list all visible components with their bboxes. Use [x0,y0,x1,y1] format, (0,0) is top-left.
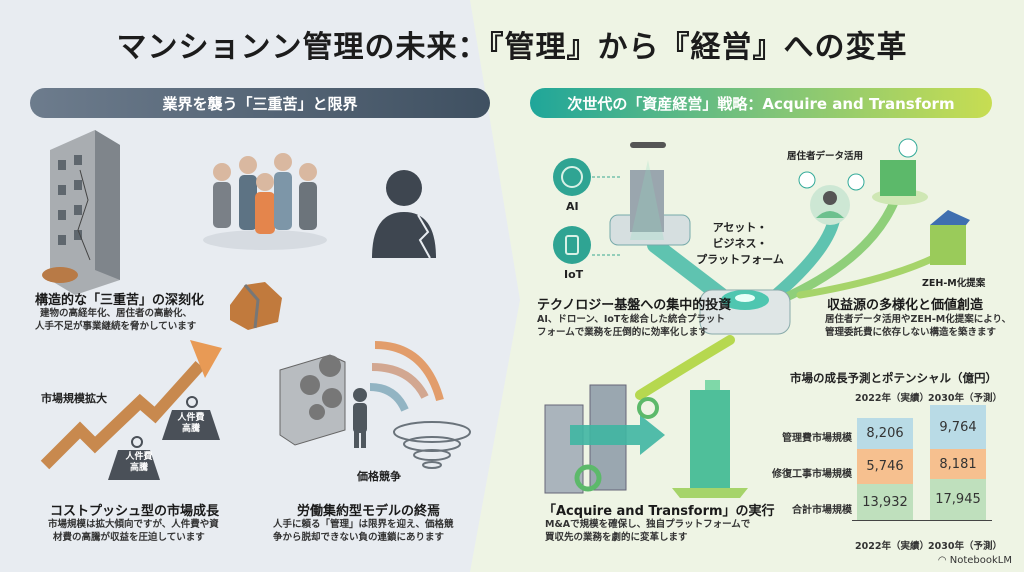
market-expansion-label: 市場規模拡大 [41,392,107,405]
resident-data-label: 居住者データ活用 [787,151,864,162]
chart-segment: 9,764 [930,405,986,449]
year-header-2030: 2030年（予測） [928,393,1002,404]
price-competition-label: 価格競争 [357,470,401,483]
page-title: マンションン管理の未来：『管理』から『経営』への変革 [116,30,908,65]
chart-segment: 17,945 [930,479,986,520]
structural-issue-desc-2: 人手不足が事業継続を脅かしています [35,321,197,332]
zeh-label: ZEH-M化提案 [922,278,986,289]
chart-segment: 5,746 [857,449,913,484]
chart-baseline [852,520,992,521]
structural-issue-desc-1: 建物の高経年化、居住者の高齢化、 [40,308,193,319]
rock-illustration [230,282,282,330]
revenue-diversification-title: 収益源の多様化と価値創造 [827,298,984,313]
ai-icon [553,158,591,196]
tornado-icon [393,421,471,469]
ai-label: AI [566,200,579,213]
acquire-transform-title: 「Acquire and Transform」の実行 [543,504,775,519]
labor-model-title: 労働集約型モデルの終焉 [297,504,441,519]
cost-push-title: コストプッシュ型の市場成長 [50,504,220,519]
notebooklm-brand: ◠ NotebookLM [937,555,1012,566]
weight-icon [108,396,220,480]
left-section-header: 業界を襲う「三重苦」と限界 [30,88,490,118]
year-footer-2022: 2022年（実績） [855,541,929,552]
revenue-diversification-desc-2: 管理委託費に依存しない構造を築きます [825,327,997,338]
revenue-diversification-desc-1: 居住者データ活用やZEH-M化提案により、 [825,314,1012,325]
year-header-2022: 2022年（実績） [855,393,929,404]
tech-investment-desc-1: AI、ドローン、IoTを総合した統合プラット [537,314,725,325]
labor-model-desc-2: 争から脱却できない負の連鎖にあります [273,532,445,543]
platform-hub-icon [699,289,791,335]
chart-row-label: 合計市場規模 [792,505,852,516]
tech-investment-desc-2: フォームで業務を圧倒的に効率化します [537,327,708,338]
chart-row-label: 修復工事市場規模 [772,469,852,480]
acquire-buildings-illustration [544,380,748,498]
aging-building-illustration [42,130,120,295]
chart-title: 市場の成長予測とポテンシャル（億円） [790,371,997,385]
tech-investment-title: テクノロジー基盤への集中的投資 [537,298,732,313]
platform-label: アセット・ビジネス・プラットフォーム [696,221,784,266]
right-section-header: 次世代の「資産経営」戦略：Acquire and Transform [530,88,992,118]
green-building-illustration [872,138,928,205]
weight-label-2: 人件費高騰 [177,413,205,434]
elderly-people-illustration [203,153,327,250]
chart-segment: 8,181 [930,449,986,479]
market-growth-arrow [40,340,222,470]
cost-push-desc-2: 材費の高騰が収益を圧迫しています [53,532,205,543]
chart-segment: 8,206 [857,418,913,449]
labor-model-desc-1: 人手に頼る「管理」は限界を迎え、価格競 [273,519,454,530]
worker-silhouette-icon [372,170,436,259]
broken-machine-illustration [279,354,367,448]
drone-building-illustration [609,142,691,246]
notebooklm-logo-icon: ◠ [937,555,950,566]
chart-segment: 13,932 [857,484,913,520]
acquire-transform-desc-1: M&Aで規模を確保し、独自プラットフォームで [545,519,751,530]
chart-row-label: 管理費市場規模 [782,433,852,444]
cost-push-desc-1: 市場規模は拡大傾向ですが、人件費や資 [48,519,219,530]
iot-icon [553,226,591,264]
weight-label-1: 人件費高騰 [125,452,153,473]
resident-data-icons [798,171,865,225]
zeh-building-illustration [930,210,970,265]
structural-issue-title: 構造的な「三重苦」の深刻化 [35,293,205,308]
downward-arrows [369,341,444,412]
year-footer-2030: 2030年（予測） [928,541,1002,552]
iot-label: IoT [564,268,584,281]
acquire-transform-desc-2: 買収先の業務を劇的に変革します [545,532,688,543]
